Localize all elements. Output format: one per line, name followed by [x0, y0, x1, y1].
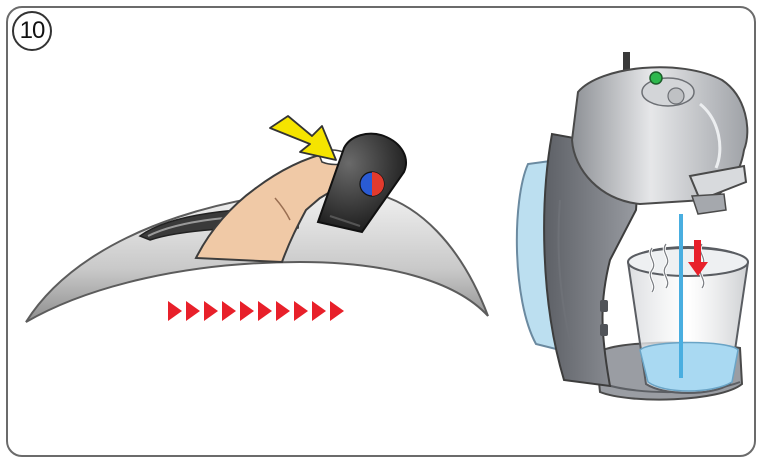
water-stream	[679, 214, 683, 378]
water-level	[640, 343, 738, 392]
status-light	[650, 72, 662, 84]
glass-cup	[628, 247, 748, 393]
yellow-arrow-icon	[270, 116, 336, 160]
red-chevrons-icon	[168, 301, 344, 321]
